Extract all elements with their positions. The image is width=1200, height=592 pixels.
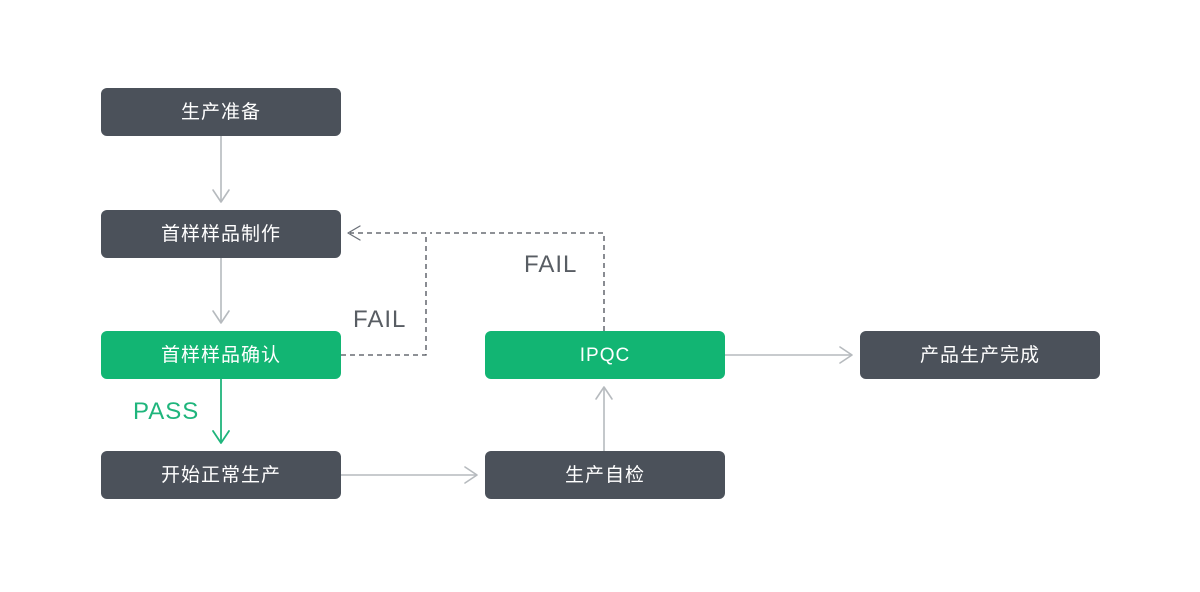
edge-ipqc-to-done — [725, 346, 853, 364]
edge-label-fail-confirm: FAIL — [353, 306, 407, 333]
edge-confirm-to-mass-pass — [212, 379, 230, 444]
node-production-preparation[interactable]: 生产准备 — [101, 88, 341, 136]
edge-mass-to-selfcheck — [341, 466, 478, 484]
node-label: 生产自检 — [564, 464, 645, 486]
node-ipqc[interactable]: IPQC — [485, 331, 725, 379]
edge-confirm-to-sample-fail — [341, 225, 427, 356]
node-start-mass-production[interactable]: 开始正常生产 — [101, 451, 341, 499]
node-label: 产品生产完成 — [919, 344, 1040, 366]
edge-label-pass-confirm: PASS — [133, 398, 200, 425]
node-label: 首样样品确认 — [160, 344, 281, 366]
edge-sample-to-confirm — [212, 258, 230, 324]
node-label: 生产准备 — [180, 101, 261, 123]
node-first-sample-production[interactable]: 首样样品制作 — [101, 210, 341, 258]
edge-prep-to-sample — [212, 136, 230, 203]
edge-label-fail-ipqc: FAIL — [524, 251, 578, 278]
edge-selfcheck-to-ipqc — [595, 386, 613, 451]
node-label: IPQC — [579, 344, 631, 366]
node-production-self-inspection[interactable]: 生产自检 — [485, 451, 725, 499]
node-label: 开始正常生产 — [160, 464, 281, 486]
edge-ipqc-to-sample-fail — [430, 232, 605, 331]
node-label: 首样样品制作 — [160, 223, 281, 245]
node-first-sample-confirmation[interactable]: 首样样品确认 — [101, 331, 341, 379]
node-product-production-complete[interactable]: 产品生产完成 — [860, 331, 1100, 379]
